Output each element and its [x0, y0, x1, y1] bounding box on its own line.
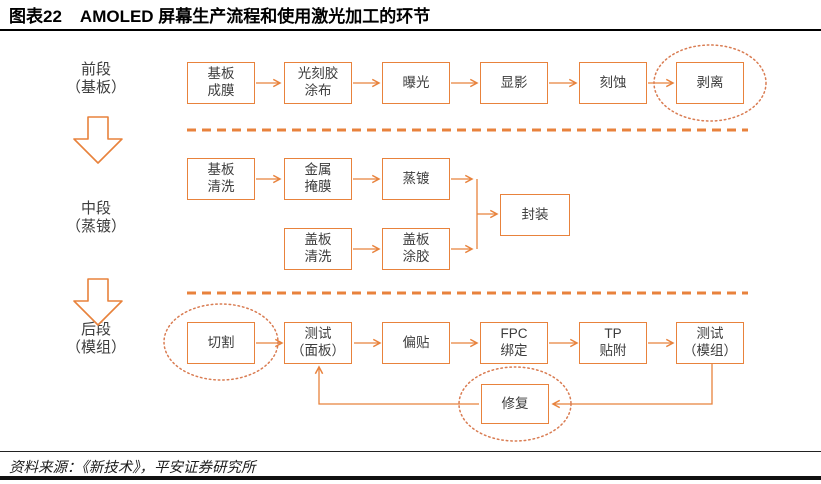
front-box-liftoff: 剥离 [676, 62, 744, 104]
repair-return-arrow [314, 365, 479, 405]
figure-number: 图表22 [9, 7, 62, 26]
front-box-photoresist-coating: 光刻胶 涂布 [284, 62, 352, 104]
middle-box-cover-cleaning: 盖板 清洗 [284, 228, 352, 270]
bottom-rule [0, 476, 821, 480]
back-box-polarizer-attach: 偏贴 [382, 322, 450, 364]
back-box-cutting: 切割 [187, 322, 255, 364]
source-note: 资料来源：《新技术》，平安证券研究所 [0, 451, 821, 477]
stage-label-back: 后段 （模组） [65, 321, 126, 356]
back-box-fpc-bonding: FPC 绑定 [480, 322, 548, 364]
figure-title: AMOLED 屏幕生产流程和使用激光加工的环节 [79, 7, 431, 26]
down-arrow-icon [73, 116, 123, 164]
front-box-etching: 刻蚀 [579, 62, 647, 104]
middle-box-cover-gluing: 盖板 涂胶 [382, 228, 450, 270]
front-box-developing: 显影 [480, 62, 548, 104]
back-box-repair: 修复 [481, 384, 549, 424]
back-box-tp-attach: TP 贴附 [579, 322, 647, 364]
middle-box-evaporation: 蒸镀 [382, 158, 450, 200]
middle-box-substrate-cleaning: 基板 清洗 [187, 158, 255, 200]
stage-label-front: 前段 （基板） [65, 61, 126, 96]
middle-box-metal-mask: 金属 掩膜 [284, 158, 352, 200]
front-box-exposure: 曝光 [382, 62, 450, 104]
figure-header: 图表22 AMOLED 屏幕生产流程和使用激光加工的环节 [0, 0, 821, 31]
repair-feedback-arrow [551, 364, 713, 409]
back-box-panel-test: 测试 （面板） [284, 322, 352, 364]
down-arrow-icon [73, 278, 123, 326]
stage-label-middle: 中段 （蒸镀） [65, 200, 126, 235]
back-box-module-test: 测试 （模组） [676, 322, 744, 364]
front-box-substrate-deposition: 基板 成膜 [187, 62, 255, 104]
middle-box-encapsulation: 封装 [500, 194, 570, 236]
